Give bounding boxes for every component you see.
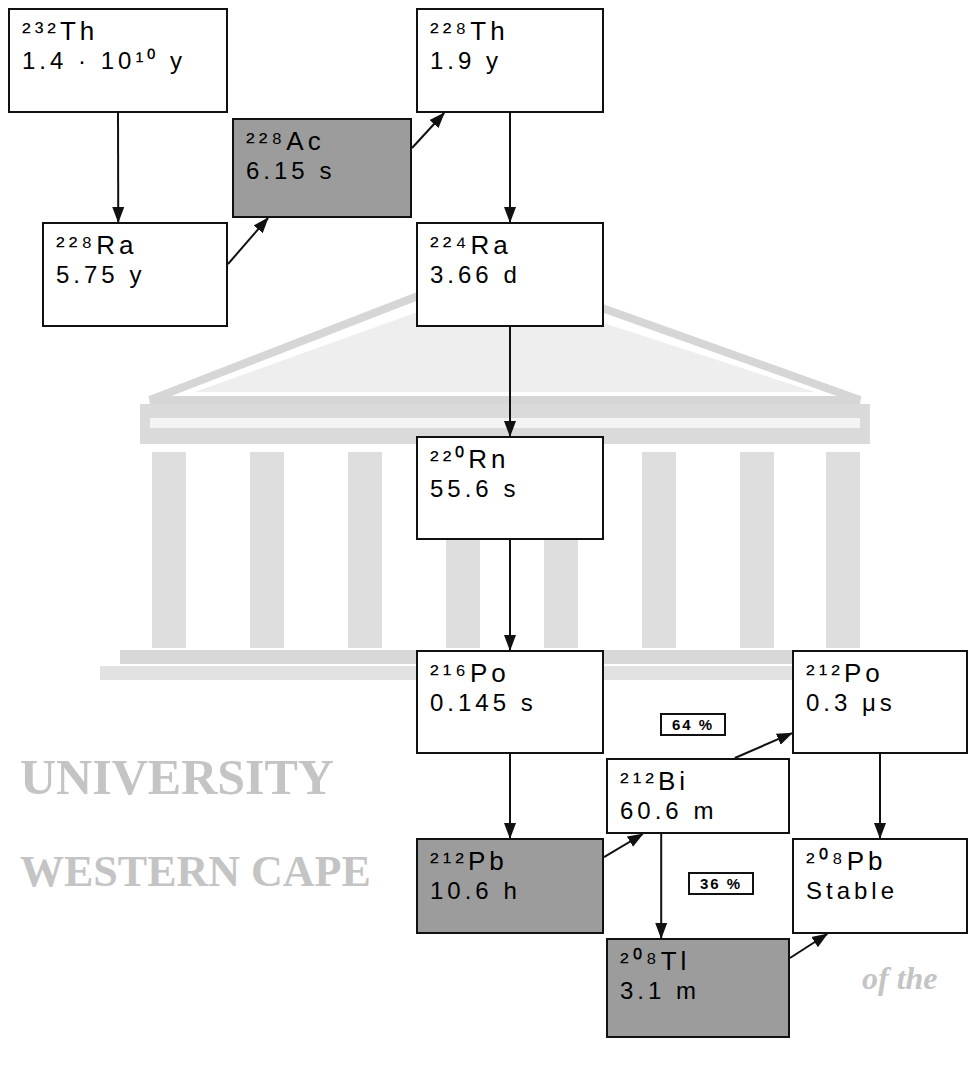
decay-arrow — [228, 218, 268, 264]
watermark-text: WESTERN CAPE — [20, 846, 371, 897]
nuclide-name: ²²⁰Rn — [430, 444, 590, 475]
nuclide-box: ²⁰⁸Tl3.1 m — [606, 938, 790, 1038]
half-life: 10.6 h — [430, 877, 590, 906]
decay-arrow — [509, 540, 511, 650]
nuclide-name: ²³²Th — [22, 16, 214, 47]
watermark-column — [348, 452, 382, 648]
nuclide-name: ²¹²Bi — [620, 766, 776, 797]
watermark-text: UNIVERSITY — [20, 748, 334, 806]
nuclide-box: ²²⁴Ra3.66 d — [416, 222, 604, 327]
nuclide-name: ²¹²Pb — [430, 846, 590, 877]
half-life: 3.1 m — [620, 977, 776, 1006]
half-life: 6.15 s — [246, 157, 398, 186]
decay-arrow — [735, 733, 792, 758]
half-life: 0.3 μs — [806, 689, 954, 718]
watermark-column — [826, 452, 860, 648]
watermark-frieze — [150, 418, 860, 428]
branch-ratio: 36 % — [688, 872, 754, 895]
watermark-text: of the — [862, 960, 938, 997]
half-life: 3.66 d — [430, 261, 590, 290]
half-life: 55.6 s — [430, 475, 590, 504]
nuclide-name: ²¹²Po — [806, 658, 954, 689]
decay-arrow — [509, 113, 511, 222]
nuclide-name: ²⁰⁸Tl — [620, 946, 776, 977]
nuclide-name: ²²⁸Ra — [56, 230, 214, 261]
decay-arrow — [660, 834, 662, 938]
nuclide-box: ²²⁸Ac6.15 s — [232, 118, 412, 218]
decay-arrow — [879, 754, 881, 838]
decay-arrow — [117, 113, 119, 222]
half-life: 0.145 s — [430, 689, 590, 718]
nuclide-box: ²²⁸Th1.9 y — [416, 8, 604, 113]
decay-arrow — [509, 754, 511, 838]
nuclide-box: ²²⁸Ra5.75 y — [42, 222, 228, 327]
nuclide-box: ²¹²Bi60.6 m — [606, 758, 790, 834]
half-life: 60.6 m — [620, 797, 776, 826]
nuclide-name: ²⁰⁸Pb — [806, 846, 954, 877]
watermark-column — [250, 452, 284, 648]
nuclide-box: ²¹²Po0.3 μs — [792, 650, 968, 754]
half-life: 5.75 y — [56, 261, 214, 290]
half-life: Stable — [806, 877, 954, 906]
watermark-column — [152, 452, 186, 648]
decay-arrow — [412, 113, 444, 148]
nuclide-name: ²²⁸Th — [430, 16, 590, 47]
decay-arrow — [604, 834, 643, 857]
nuclide-box: ²⁰⁸PbStable — [792, 838, 968, 934]
nuclide-box: ²¹²Pb10.6 h — [416, 838, 604, 934]
nuclide-name: ²²⁸Ac — [246, 126, 398, 157]
nuclide-box: ²²⁰Rn55.6 s — [416, 436, 604, 540]
nuclide-box: ²¹⁶Po0.145 s — [416, 650, 604, 754]
decay-arrow — [790, 934, 827, 958]
watermark-column — [642, 452, 676, 648]
nuclide-name: ²²⁴Ra — [430, 230, 590, 261]
decay-arrow — [509, 327, 511, 436]
half-life: 1.9 y — [430, 47, 590, 76]
nuclide-box: ²³²Th1.4 · 10¹⁰ y — [8, 8, 228, 113]
half-life: 1.4 · 10¹⁰ y — [22, 47, 214, 76]
branch-ratio: 64 % — [660, 713, 726, 736]
watermark-column — [740, 452, 774, 648]
nuclide-name: ²¹⁶Po — [430, 658, 590, 689]
